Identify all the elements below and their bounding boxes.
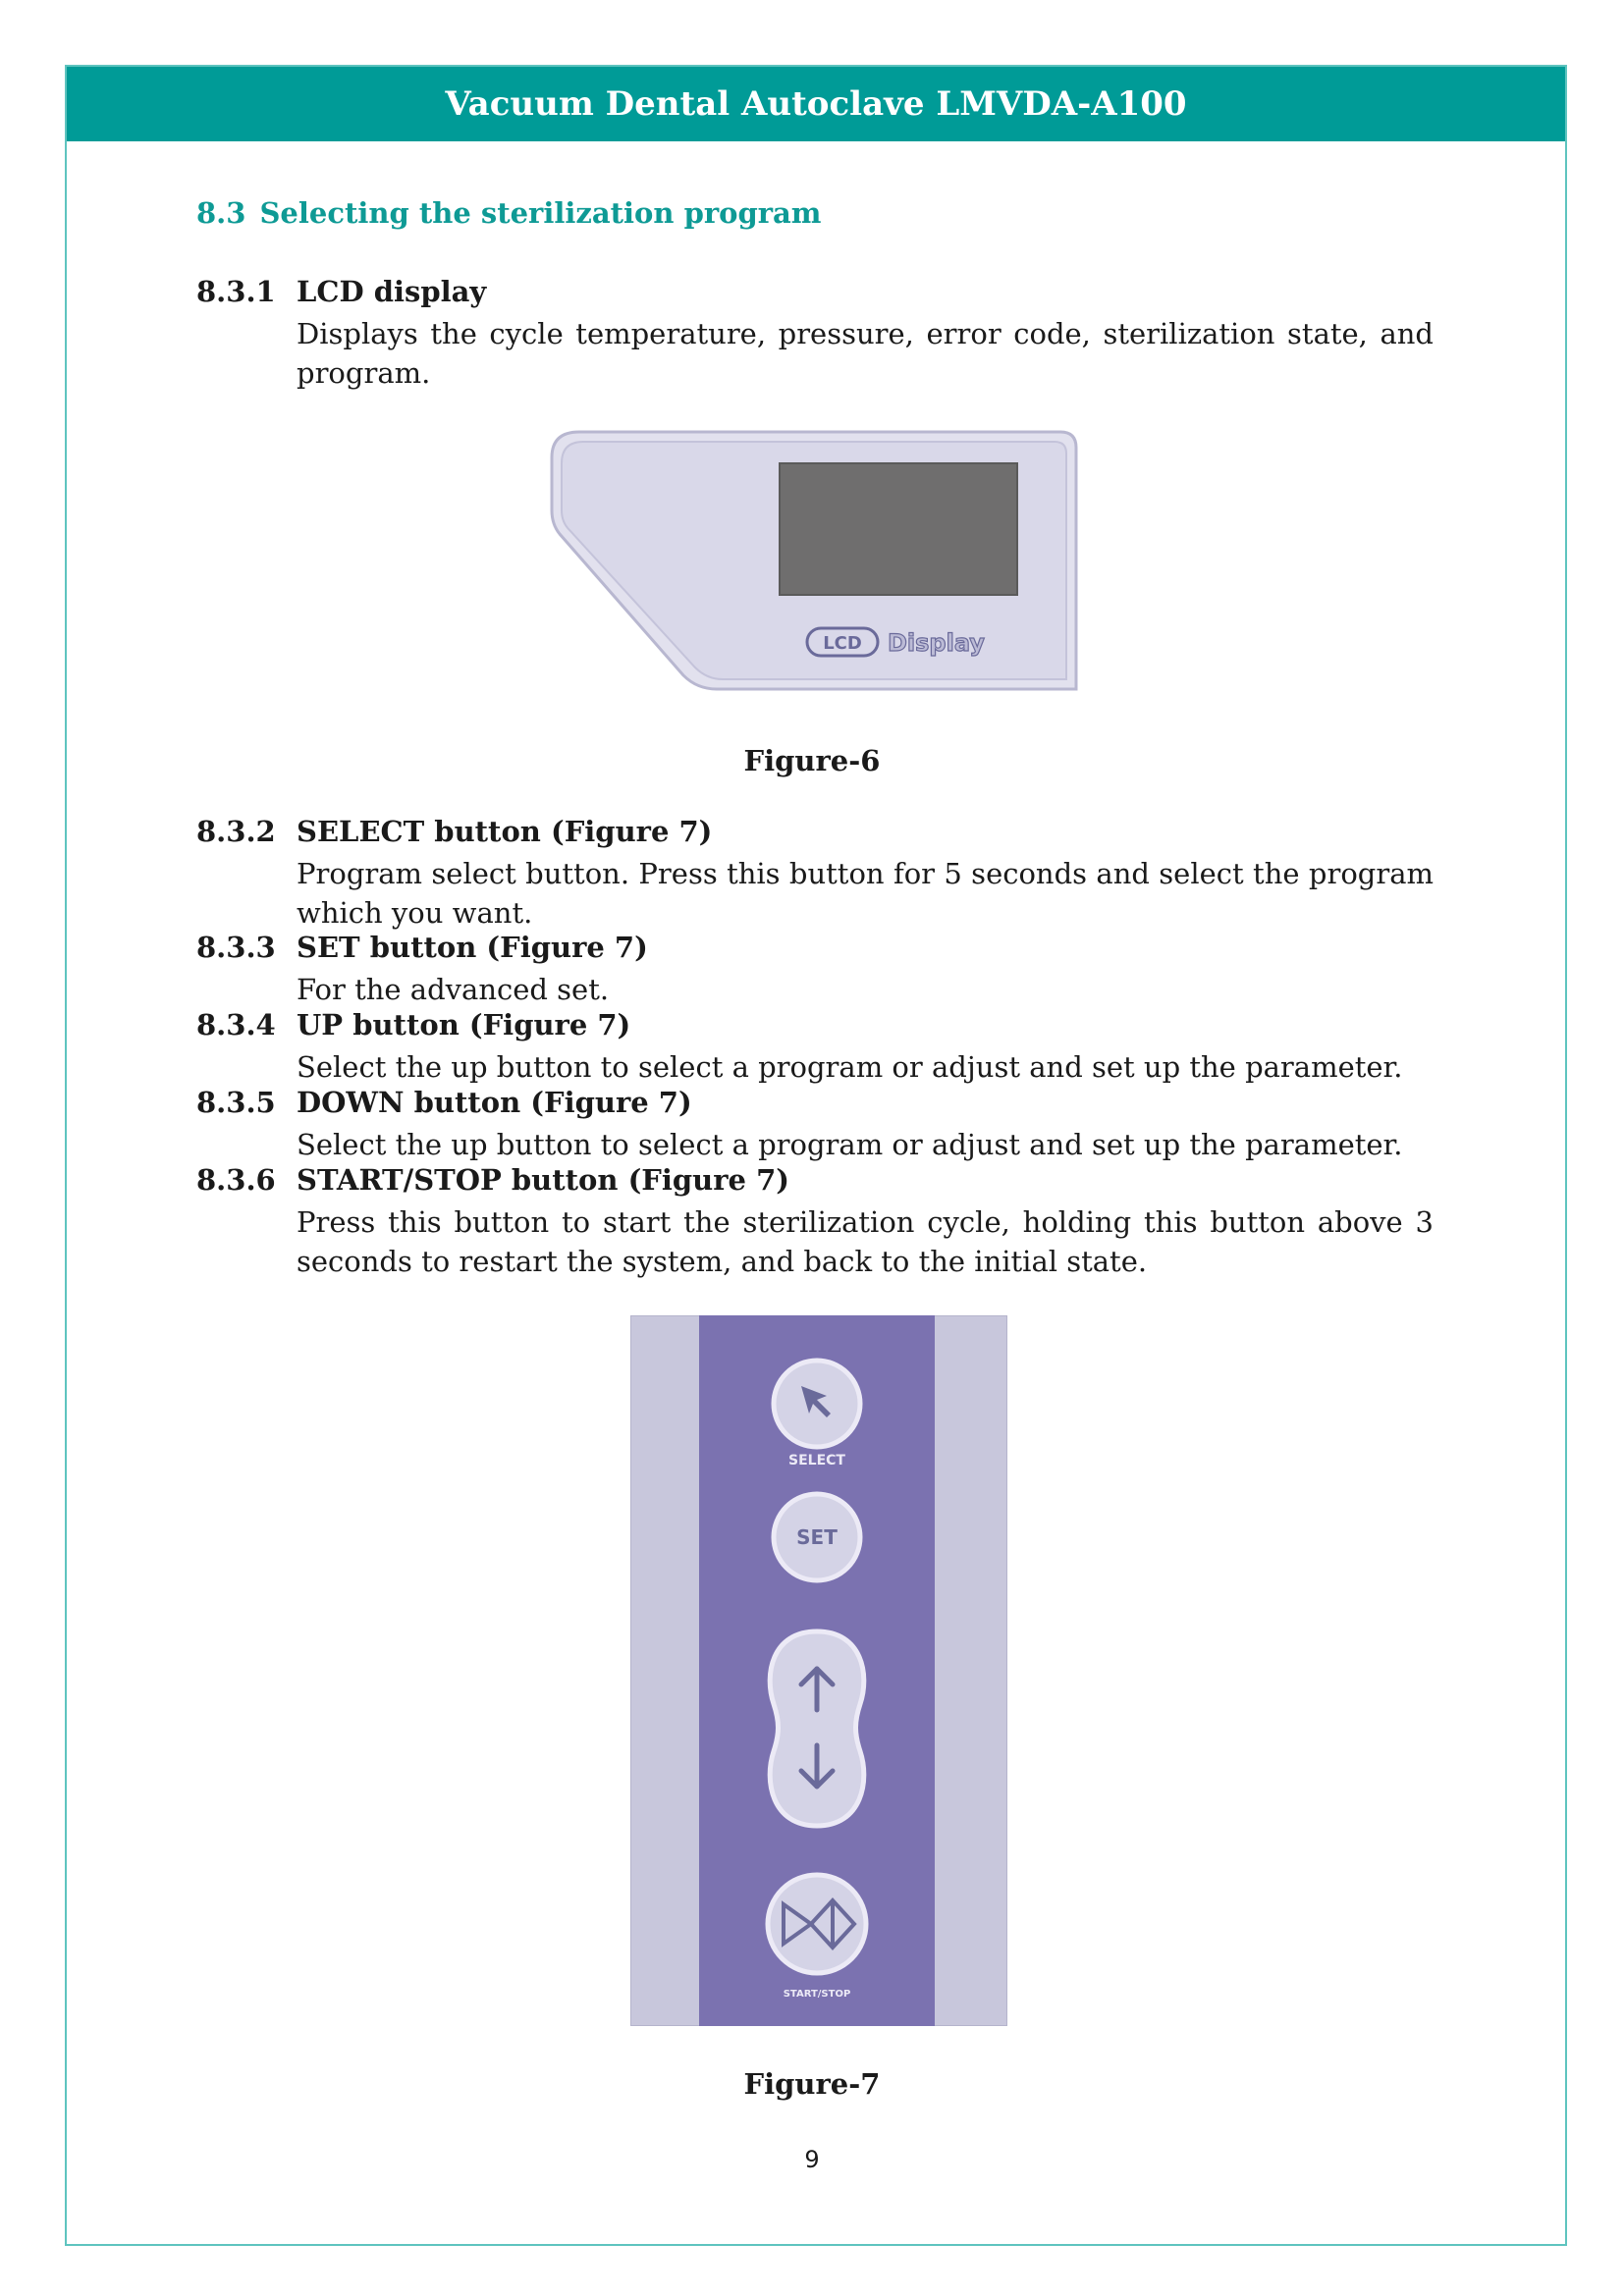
select-button-label: SELECT xyxy=(788,1453,845,1468)
subsection-text-down: Select the up button to select a program… xyxy=(297,1128,1403,1161)
subsection-heading-startstop: 8.3.6 START/STOP button (Figure 7) xyxy=(196,1163,789,1197)
subsection-title: DOWN button (Figure 7) xyxy=(297,1086,692,1119)
subsection-title: LCD display xyxy=(297,275,487,308)
section-number: 8.3 xyxy=(196,196,246,230)
subsection-number: 8.3.6 xyxy=(196,1163,276,1197)
start-stop-button-label: START/STOP xyxy=(784,1989,851,2000)
section-title-text: Selecting the sterilization program xyxy=(259,196,822,230)
subsection-number: 8.3.5 xyxy=(196,1086,276,1119)
subsection-text-lcd: Displays the cycle temperature, pressure… xyxy=(297,317,1434,390)
subsection-heading-select: 8.3.2 SELECT button (Figure 7) xyxy=(196,815,712,848)
subsection-heading-lcd: 8.3.1 LCD display xyxy=(196,275,486,308)
start-stop-button xyxy=(765,1872,869,1976)
subsection-title: UP button (Figure 7) xyxy=(297,1008,631,1041)
subsection-number: 8.3.1 xyxy=(196,275,276,308)
up-arrow-icon xyxy=(798,1666,836,1713)
set-button-label: SET xyxy=(796,1525,838,1549)
subsection-title: SET button (Figure 7) xyxy=(297,931,648,964)
svg-text:Display: Display xyxy=(888,629,985,657)
figure-6-caption: Figure-6 xyxy=(743,744,881,777)
subsection-text-up: Select the up button to select a program… xyxy=(297,1050,1403,1084)
subsection-text-set: For the advanced set. xyxy=(297,973,610,1006)
subsection-number: 8.3.3 xyxy=(196,931,276,964)
section-title: 8.3 Selecting the sterilization program xyxy=(196,196,822,230)
subsection-number: 8.3.4 xyxy=(196,1008,276,1041)
svg-text:LCD: LCD xyxy=(823,633,862,654)
figure-7-caption: Figure-7 xyxy=(743,2067,881,2101)
subsection-heading-set: 8.3.3 SET button (Figure 7) xyxy=(196,931,648,964)
set-button: SET xyxy=(771,1491,863,1583)
lcd-screen xyxy=(779,462,1018,596)
subsection-title: SELECT button (Figure 7) xyxy=(297,815,713,848)
page-header: Vacuum Dental Autoclave LMVDA-A100 xyxy=(67,67,1565,141)
select-button xyxy=(771,1358,863,1450)
down-arrow-icon xyxy=(798,1742,836,1789)
up-down-button xyxy=(767,1629,867,1829)
control-panel-figure: SELECT SET START/STOP xyxy=(630,1315,1007,2026)
play-icon xyxy=(782,1900,815,1948)
page-frame xyxy=(65,65,1567,2246)
cursor-arrow-icon xyxy=(801,1386,831,1417)
subsection-text-startstop: Press this button to start the steriliza… xyxy=(297,1205,1434,1278)
page-number: 9 xyxy=(804,2146,820,2173)
subsection-number: 8.3.2 xyxy=(196,815,276,848)
subsection-heading-down: 8.3.5 DOWN button (Figure 7) xyxy=(196,1086,692,1119)
subsection-title: START/STOP button (Figure 7) xyxy=(297,1163,789,1197)
subsection-heading-up: 8.3.4 UP button (Figure 7) xyxy=(196,1008,630,1041)
subsection-text-select: Program select button. Press this button… xyxy=(297,857,1434,930)
lcd-display-figure: LCD Display xyxy=(550,430,1078,691)
